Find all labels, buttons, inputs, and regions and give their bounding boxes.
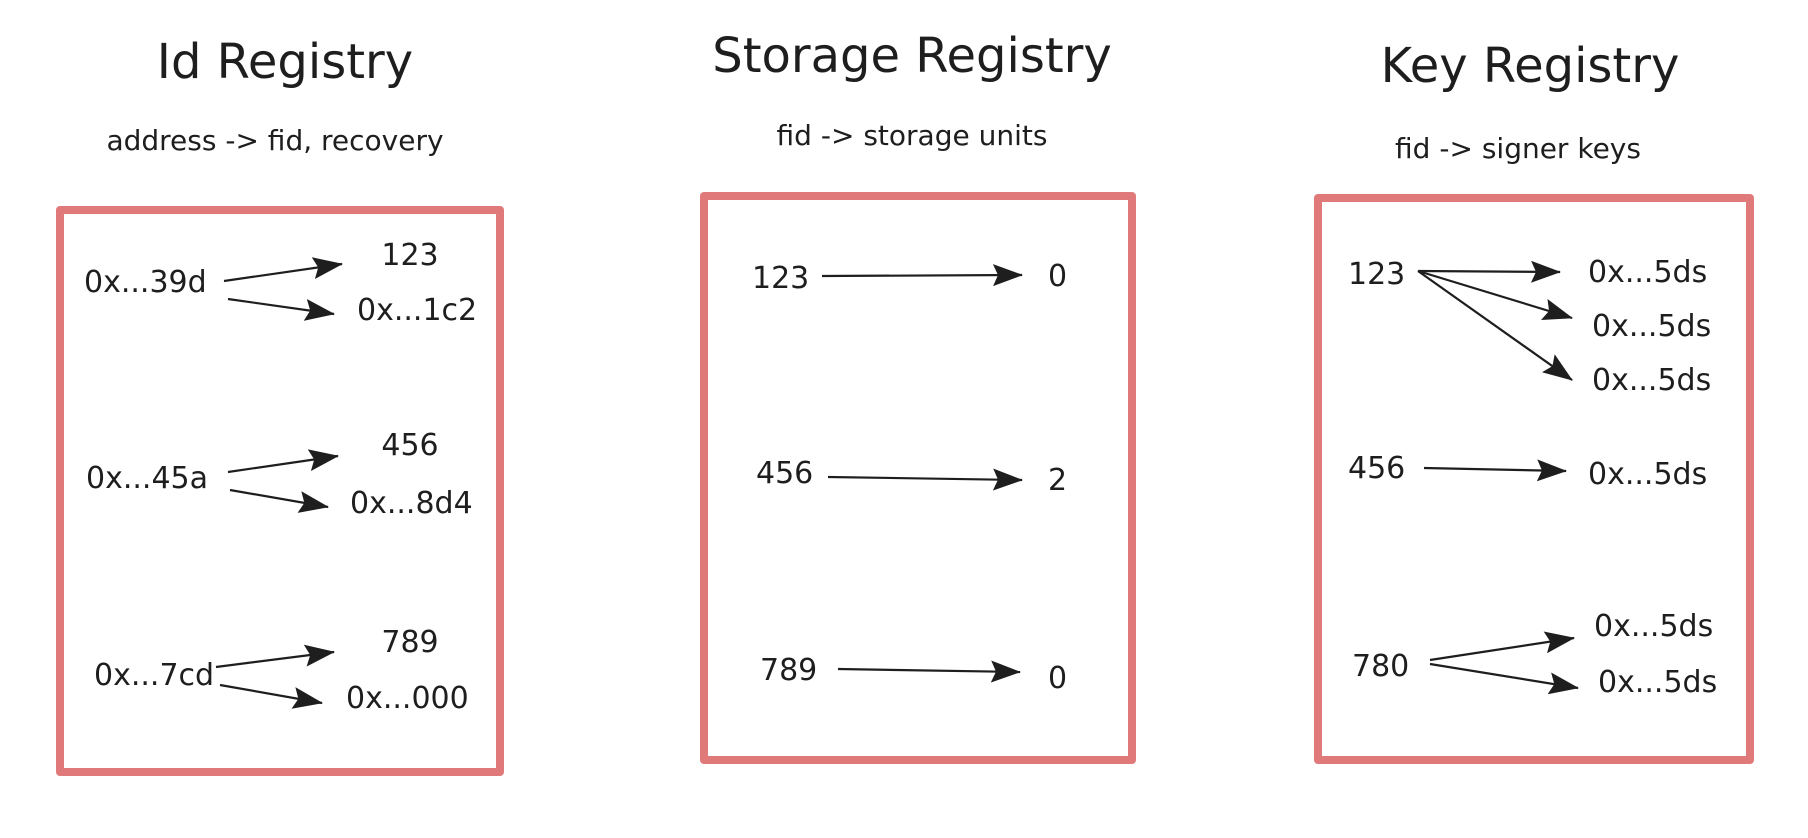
id-source-1: 0x...39d <box>84 265 207 300</box>
key-target-1b: 0x...5ds <box>1592 309 1711 344</box>
key-registry: Key Registry fid -> signer keys 123 0x..… <box>1314 38 1754 764</box>
key-target-3b: 0x...5ds <box>1598 665 1717 700</box>
key-source-3: 780 <box>1352 649 1409 684</box>
id-registry-panel <box>56 206 504 776</box>
key-target-1c: 0x...5ds <box>1592 363 1711 398</box>
key-arrow-2 <box>1423 459 1567 482</box>
storage-registry-panel <box>700 192 1136 764</box>
id-target-2-fid: 456 <box>381 428 438 463</box>
id-arrow-2b <box>229 488 329 513</box>
id-target-3-recovery: 0x...000 <box>346 681 469 716</box>
id-source-2: 0x...45a <box>86 461 208 496</box>
id-registry-subtitle: address -> fid, recovery <box>106 124 443 157</box>
key-registry-panel <box>1314 194 1754 764</box>
storage-arrow-2 <box>827 468 1023 491</box>
key-target-1a: 0x...5ds <box>1588 255 1707 290</box>
key-registry-title: Key Registry <box>1381 38 1680 94</box>
storage-source-3: 789 <box>760 653 817 688</box>
key-target-3a: 0x...5ds <box>1594 609 1713 644</box>
key-arrow-1a <box>1417 260 1561 283</box>
storage-target-1: 0 <box>1048 259 1067 294</box>
key-arrow-3a <box>1429 631 1575 662</box>
id-target-1-recovery: 0x...1c2 <box>357 293 477 328</box>
key-arrow-3b <box>1429 662 1579 695</box>
id-arrow-2a <box>227 449 339 474</box>
storage-target-2: 2 <box>1048 463 1067 498</box>
id-source-3: 0x...7cd <box>94 658 214 693</box>
id-arrow-3b <box>219 683 323 709</box>
storage-registry-subtitle: fid -> storage units <box>777 119 1048 152</box>
storage-target-3: 0 <box>1048 661 1067 696</box>
key-target-2: 0x...5ds <box>1588 457 1707 492</box>
id-registry-title: Id Registry <box>157 34 413 90</box>
storage-arrow-1 <box>821 264 1023 287</box>
key-arrow-1c <box>1417 270 1573 381</box>
id-registry: Id Registry address -> fid, recovery 0x.… <box>56 34 504 776</box>
id-target-2-recovery: 0x...8d4 <box>350 486 473 521</box>
id-target-3-fid: 789 <box>381 625 438 660</box>
id-arrow-1b <box>227 297 335 321</box>
key-arrow-1b <box>1417 269 1573 321</box>
key-registry-subtitle: fid -> signer keys <box>1395 132 1641 165</box>
key-source-2: 456 <box>1348 451 1405 486</box>
id-arrow-1a <box>223 257 343 283</box>
storage-registry-title: Storage Registry <box>712 28 1112 84</box>
storage-arrow-3 <box>837 660 1021 683</box>
id-target-1-fid: 123 <box>381 238 438 273</box>
storage-source-1: 123 <box>752 261 809 296</box>
id-arrow-3a <box>215 644 335 669</box>
storage-registry: Storage Registry fid -> storage units 12… <box>700 28 1136 764</box>
key-source-1: 123 <box>1348 257 1405 292</box>
storage-source-2: 456 <box>756 456 813 491</box>
